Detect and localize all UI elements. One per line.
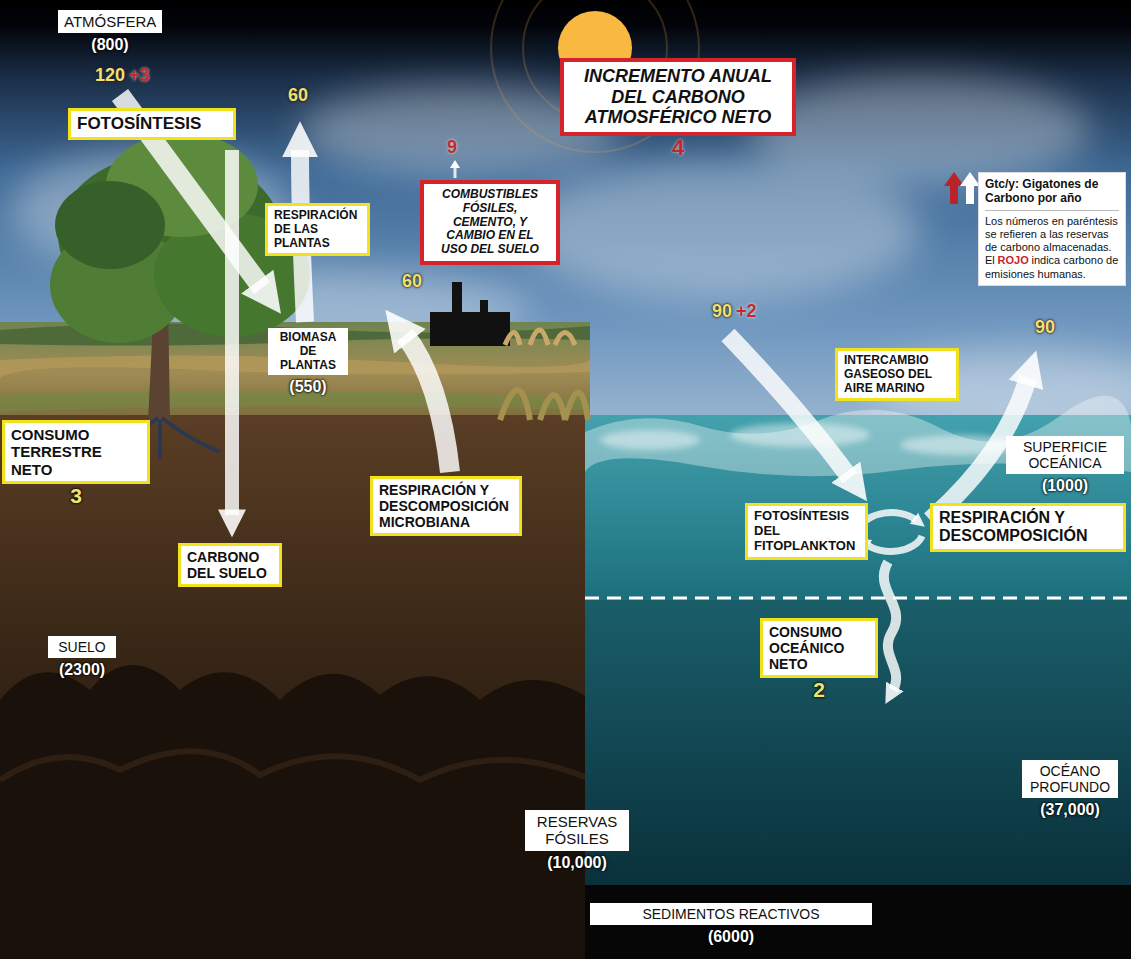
legend-note: Los números en paréntesis se refieren a … — [985, 215, 1119, 255]
box-label: SUPERFICIE OCEÁNICA — [1012, 439, 1118, 471]
reservoir-box: SUPERFICIE OCEÁNICA(1000) — [1006, 436, 1124, 474]
process-box: FOTOSÍNTESIS DEL FITOPLANKTON — [745, 503, 868, 560]
mixing-layer-line — [585, 597, 1131, 600]
reservoir-amount: (1000) — [986, 477, 1131, 495]
reservoir-amount: (6000) — [570, 928, 892, 946]
reservoir-amount: (800) — [38, 36, 182, 54]
box-label: ATMÓSFERA — [64, 13, 156, 30]
reservoir-box: SUELO(2300) — [48, 636, 116, 658]
legend-color-word: ROJO — [998, 254, 1029, 266]
reservoir-box: BIOMASA DE PLANTAS(550) — [268, 328, 348, 375]
process-box: CONSUMO TERRESTRE NETO3 — [2, 420, 150, 484]
legend-note-row: ElROJOindica carbono de emisiones humana… — [985, 254, 1119, 280]
soil — [0, 415, 592, 959]
process-box: RESPIRACIÓN Y DESCOMPOSICIÓN MICROBIANA — [370, 476, 522, 536]
process-box: FOTOSÍNTESIS — [68, 108, 236, 140]
human-flux-number: +3 — [129, 66, 150, 86]
box-label: SUELO — [54, 639, 110, 655]
human-flux-number: +2 — [736, 302, 757, 322]
process-box: CONSUMO OCEÁNICO NETO2 — [760, 618, 878, 678]
process-box: RESPIRACIÓN Y DESCOMPOSICIÓN — [930, 503, 1126, 552]
factory — [430, 282, 588, 420]
legend-box: Gtc/y: Gigatones de Carbono por añoLos n… — [978, 172, 1126, 286]
box-label: RESERVAS FÓSILES — [531, 813, 623, 848]
box-label: SEDIMENTOS REACTIVOS — [596, 906, 866, 922]
box-label: CONSUMO TERRESTRE NETO — [11, 426, 141, 478]
flux-number: 3 — [0, 484, 167, 508]
process-box: RESPIRACIÓN DE LAS PLANTAS — [265, 203, 370, 256]
flux-number: 120 — [95, 66, 125, 86]
reservoir-amount: (2300) — [28, 661, 136, 679]
reservoir-box: RESERVAS FÓSILES(10,000) — [525, 810, 629, 851]
box-label: COMBUSTIBLES FÓSILES, CEMENTO, Y CAMBIO … — [432, 188, 548, 257]
reservoir-amount: (37,000) — [1002, 801, 1131, 819]
reservoir-box: ATMÓSFERA(800) — [58, 10, 162, 33]
box-label: OCÉANO PROFUNDO — [1028, 763, 1112, 795]
emission-box: INCREMENTO ANUAL DEL CARBONO ATMOSFÉRICO… — [560, 58, 796, 136]
box-label: FOTOSÍNTESIS DEL FITOPLANKTON — [754, 509, 859, 554]
flux-number: 90 — [1035, 318, 1055, 338]
legend-note: El — [985, 254, 995, 266]
process-box: INTERCAMBIO GASEOSO DEL AIRE MARINO — [835, 348, 959, 401]
emission-box: COMBUSTIBLES FÓSILES, CEMENTO, Y CAMBIO … — [420, 180, 560, 265]
flux-number: 4 — [544, 135, 812, 160]
box-label: RESPIRACIÓN DE LAS PLANTAS — [274, 209, 361, 250]
reservoir-box: SEDIMENTOS REACTIVOS(6000) — [590, 903, 872, 925]
reservoir-amount: (550) — [248, 378, 368, 396]
flux-number: 60 — [402, 272, 422, 292]
reservoir-box: OCÉANO PROFUNDO(37,000) — [1022, 760, 1118, 798]
box-label: CARBONO DEL SUELO — [187, 549, 273, 581]
box-label: FOTOSÍNTESIS — [77, 114, 227, 134]
flow-arrows — [120, 95, 1028, 690]
sky — [0, 0, 1131, 430]
process-box: CARBONO DEL SUELO — [178, 543, 282, 587]
emission-arrowhead — [450, 160, 460, 168]
flux-number: 90 — [712, 302, 732, 322]
flux-number: 60 — [288, 86, 308, 106]
box-label: RESPIRACIÓN Y DESCOMPOSICIÓN MICROBIANA — [379, 482, 513, 530]
box-label: INTERCAMBIO GASEOSO DEL AIRE MARINO — [844, 354, 950, 395]
box-label: RESPIRACIÓN Y DESCOMPOSICIÓN — [939, 509, 1117, 546]
box-label: CONSUMO OCEÁNICO NETO — [769, 624, 869, 672]
legend-arrows — [944, 172, 980, 204]
box-label: INCREMENTO ANUAL DEL CARBONO ATMOSFÉRICO… — [572, 66, 784, 128]
reservoir-amount: (10,000) — [505, 854, 649, 872]
box-label: BIOMASA DE PLANTAS — [274, 331, 342, 372]
legend-heading: Gtc/y: Gigatones de Carbono por año — [985, 177, 1119, 211]
human-flux-number: 9 — [447, 138, 457, 158]
flux-number: 2 — [743, 678, 895, 702]
